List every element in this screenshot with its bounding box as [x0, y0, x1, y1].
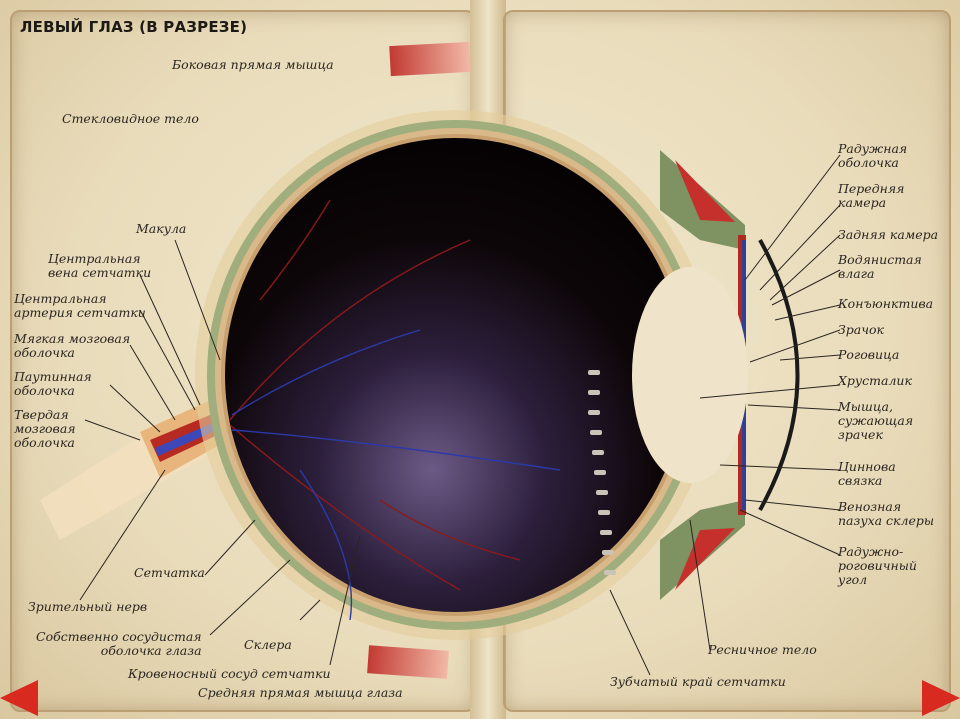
label-choroid: Собственно сосудистая оболочка глаза — [36, 629, 202, 658]
label-retina: Сетчатка — [134, 565, 205, 580]
label-dura: Твердая мозговая оболочка — [14, 407, 76, 450]
label-sclera: Склера — [244, 637, 292, 652]
label-posterior-chamber: Задняя камера — [838, 227, 939, 242]
label-retinal-vessel: Кровеносный сосуд сетчатки — [128, 666, 331, 681]
label-medial-rectus: Средняя прямая мышца глаза — [198, 685, 403, 700]
label-lateral-rectus: Боковая прямая мышца — [172, 57, 334, 72]
label-optic-nerve: Зрительный нерв — [28, 599, 148, 614]
cornea-shape — [758, 239, 800, 511]
label-zonule: Циннова связка — [838, 459, 896, 488]
label-lens: Хрусталик — [838, 373, 912, 388]
label-central-artery: Центральная артерия сетчатки — [14, 291, 146, 320]
lateral-rectus-muscle — [389, 41, 471, 77]
left-arrow-icon[interactable] — [0, 680, 38, 716]
label-sphincter: Мышца, сужающая зрачек — [838, 399, 914, 442]
leader-lines — [79, 154, 841, 676]
right-arrow-icon[interactable] — [922, 680, 960, 716]
retinal-vessels-shape — [229, 199, 561, 621]
label-pupil: Зрачок — [838, 322, 885, 337]
label-anterior-chamber: Передняя камера — [838, 181, 905, 210]
label-iridocorneal: Радужно- роговичный угол — [838, 544, 917, 587]
label-schlemm: Венозная пазуха склеры — [838, 499, 935, 528]
ora-serrata-shape — [588, 370, 616, 575]
label-cornea: Роговица — [838, 347, 900, 362]
label-conjunctiva: Конъюнктива — [838, 296, 934, 311]
label-ciliary-body: Ресничное тело — [708, 642, 817, 657]
label-ora-serrata: Зубчатый край сетчатки — [610, 674, 786, 689]
medial-rectus-muscle — [367, 645, 449, 679]
label-aqueous: Водянистая влага — [838, 252, 922, 281]
label-vitreous: Стекловидное тело — [62, 111, 199, 126]
page-title: ЛЕВЫЙ ГЛАЗ (В РАЗРЕЗЕ) — [20, 18, 248, 36]
label-macula: Макула — [136, 221, 187, 236]
lens-shape — [632, 267, 748, 483]
eyeball-shape — [195, 110, 715, 640]
label-iris: Радужная оболочка — [838, 141, 908, 170]
label-arachnoid: Паутинная оболочка — [14, 369, 92, 398]
label-central-vein: Центральная вена сетчатки — [48, 251, 152, 280]
label-pia: Мягкая мозговая оболочка — [14, 331, 131, 360]
